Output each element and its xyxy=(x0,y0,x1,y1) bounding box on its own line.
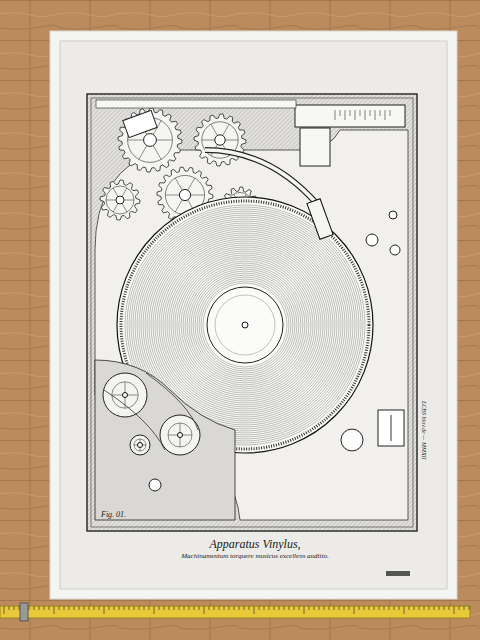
arm-rest xyxy=(295,105,405,127)
groove xyxy=(147,227,343,423)
figure-number: Fig. 01. xyxy=(101,511,126,520)
arm-base xyxy=(300,128,330,166)
tape-measure xyxy=(0,603,470,621)
scale-tick xyxy=(375,110,376,120)
groove xyxy=(161,241,329,409)
record-label xyxy=(207,287,283,363)
pulley xyxy=(130,435,150,455)
turntable-drawing xyxy=(95,100,410,576)
scale-tick xyxy=(360,110,361,116)
poster-caption: Machinamentum torquere musicus excellens… xyxy=(181,553,328,561)
groove xyxy=(177,257,313,393)
control-knob xyxy=(366,234,378,246)
pitch-knob xyxy=(341,429,363,451)
groove xyxy=(195,275,295,375)
groove xyxy=(191,271,299,379)
print-mark xyxy=(386,571,410,576)
pitch-slider xyxy=(378,410,404,446)
poster-title: Apparatus Vinylus, xyxy=(209,538,300,551)
groove xyxy=(149,229,341,421)
tonearm xyxy=(205,150,318,205)
white-frame xyxy=(50,31,457,599)
gear xyxy=(118,108,182,172)
drive-belt xyxy=(104,373,198,450)
spindle xyxy=(242,322,248,328)
groove xyxy=(185,265,305,385)
drawing-border xyxy=(87,94,417,531)
control-knob xyxy=(390,245,400,255)
groove xyxy=(157,237,333,413)
groove xyxy=(167,247,323,403)
groove xyxy=(171,251,319,399)
groove xyxy=(155,235,335,415)
scale-tick xyxy=(350,110,351,116)
inner-border xyxy=(91,98,413,527)
scale-tick xyxy=(340,110,341,116)
poster-paper xyxy=(60,41,447,589)
headshell xyxy=(307,199,333,239)
groove xyxy=(187,267,303,383)
foot xyxy=(149,479,161,491)
scale-tick xyxy=(335,110,336,120)
groove xyxy=(179,259,311,391)
credit-line: LCBS blov.de — MMXII xyxy=(420,401,427,460)
scale-tick xyxy=(380,110,381,116)
rail xyxy=(96,100,296,108)
pulley xyxy=(103,373,147,417)
groove xyxy=(181,261,309,389)
groove xyxy=(203,283,287,367)
groove xyxy=(163,243,327,407)
scale-tick xyxy=(370,110,371,116)
gear xyxy=(194,114,246,166)
plinth xyxy=(95,130,408,520)
groove xyxy=(153,233,337,417)
groove xyxy=(159,239,331,411)
groove xyxy=(169,249,321,401)
groove xyxy=(193,273,297,377)
scale-tick xyxy=(390,110,391,116)
groove xyxy=(199,279,291,371)
control-knob xyxy=(389,211,397,219)
motor-bay xyxy=(95,360,235,520)
scale-tick xyxy=(345,110,346,120)
groove xyxy=(165,245,325,405)
groove xyxy=(151,231,339,419)
bracket xyxy=(123,110,157,137)
scale-tick xyxy=(365,110,366,120)
scale-tick xyxy=(385,110,386,120)
scale-tick xyxy=(355,110,356,120)
gear xyxy=(100,180,140,220)
groove xyxy=(197,277,293,373)
groove xyxy=(175,255,315,395)
groove xyxy=(173,253,317,397)
groove xyxy=(183,263,307,387)
groove xyxy=(201,281,289,369)
groove xyxy=(189,269,301,381)
